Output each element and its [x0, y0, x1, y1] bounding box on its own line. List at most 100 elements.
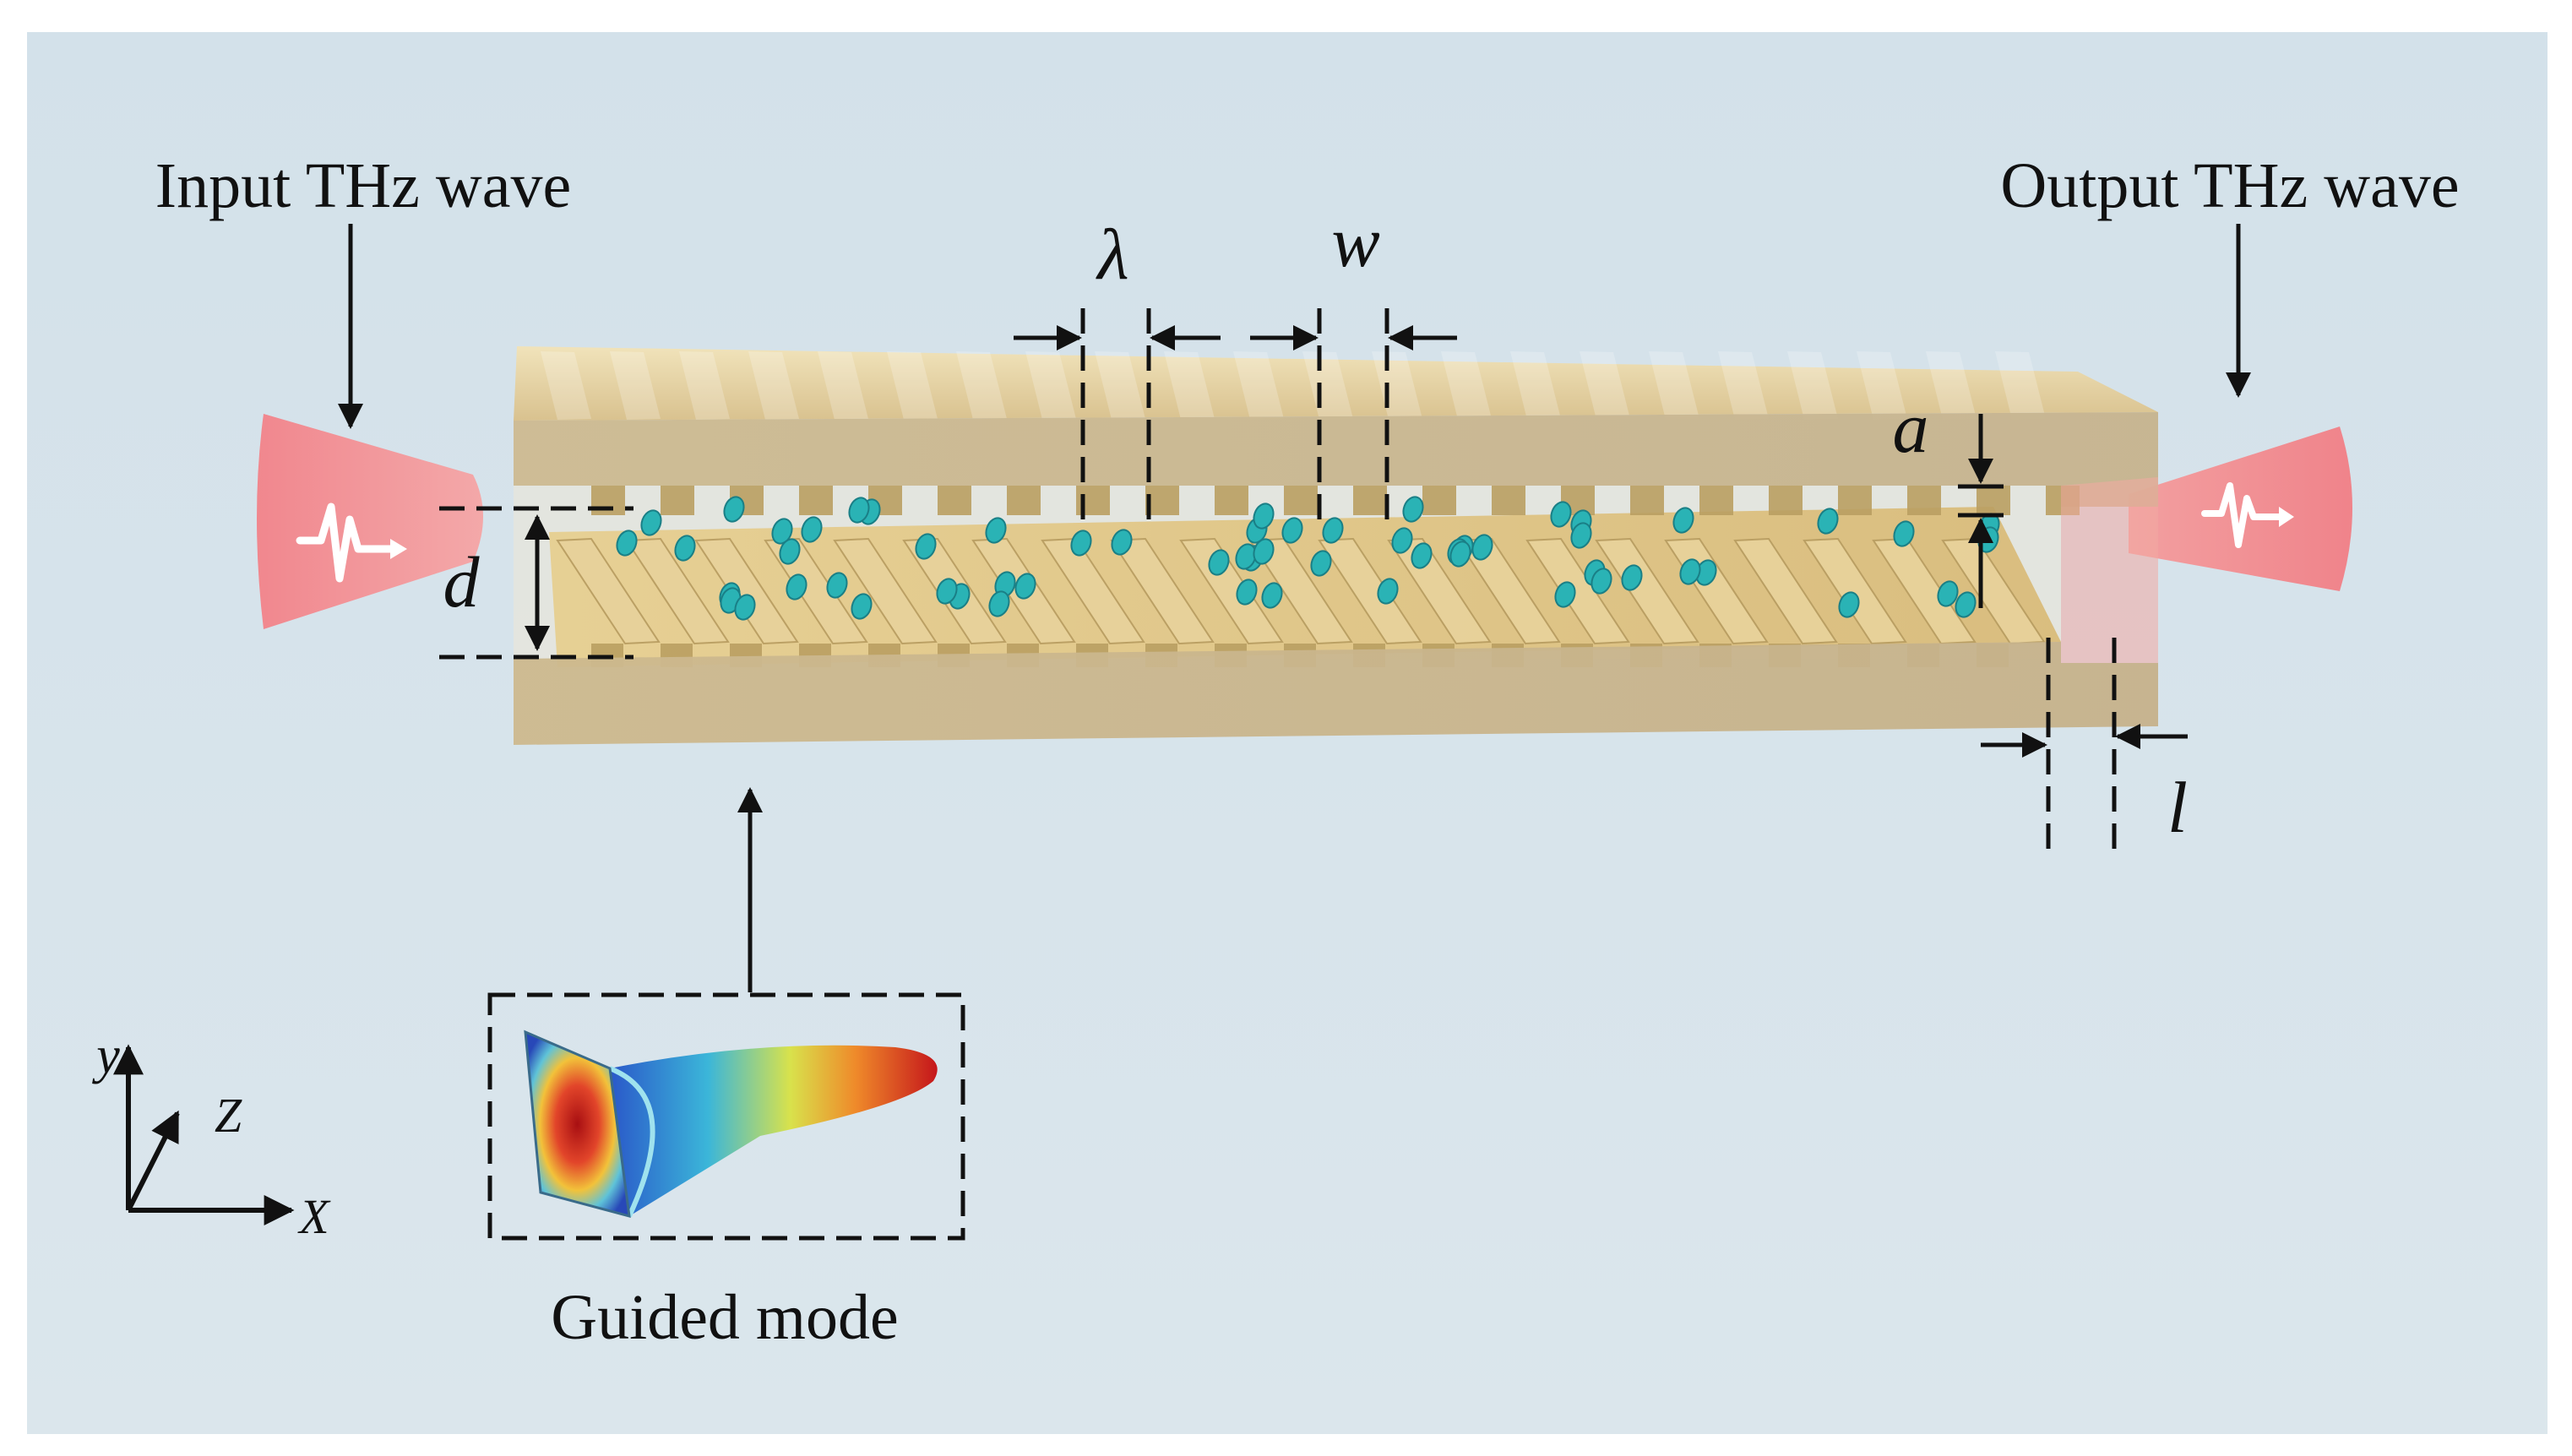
thz-pulse-icon-output [2201, 482, 2286, 548]
label-arrows [338, 224, 2251, 992]
input-wave-cone [257, 414, 483, 629]
upper-tooth [1907, 486, 1941, 515]
particle [1937, 580, 1959, 607]
particle [1955, 591, 1977, 618]
top-ridge [1095, 351, 1145, 420]
particle [1817, 508, 1839, 535]
particle [1570, 522, 1592, 549]
particle [826, 572, 848, 599]
upper-tooth [1284, 486, 1318, 515]
lower-tooth [1941, 537, 2046, 645]
particle [915, 533, 937, 560]
pulse-arrow-icon [390, 539, 407, 559]
output-wave [2129, 426, 2352, 591]
guided-mode-box [487, 992, 965, 1241]
top-ridge [1787, 351, 1838, 420]
particle [1070, 530, 1092, 557]
input-label: Input THz wave [155, 150, 571, 221]
lower-tooth [1525, 537, 1630, 645]
particle [985, 517, 1007, 544]
top-ridge [1233, 351, 1284, 420]
particle [1838, 591, 1860, 618]
particle [734, 594, 756, 621]
top-plate-ridges [541, 351, 2046, 420]
particle [1261, 582, 1283, 609]
x-axis-label: X [297, 1189, 331, 1244]
particle [723, 496, 745, 523]
top-ridge [1164, 351, 1215, 420]
upper-tooth [1422, 486, 1456, 515]
w-symbol: w [1331, 201, 1379, 282]
upper-plate-front [514, 412, 2158, 507]
particle [1554, 581, 1576, 608]
top-ridge [1510, 351, 1561, 420]
lambda-symbol: λ [1095, 214, 1128, 295]
z-axis [126, 1110, 180, 1212]
particle [851, 593, 873, 620]
particle [1208, 549, 1230, 576]
upper-tooth [1977, 486, 2010, 515]
upper-tooth [1353, 486, 1387, 515]
top-ridge [541, 351, 591, 420]
top-ridge [610, 351, 661, 420]
output-wave-cone [2129, 426, 2352, 591]
d-symbol: d [443, 541, 481, 622]
top-ridge [1302, 351, 1353, 420]
top-ridge [1718, 351, 1769, 420]
lower-tooth [1733, 537, 1838, 645]
thz-pulse-icon [296, 503, 401, 583]
lower-tooth [1179, 537, 1284, 645]
top-ridge [1372, 351, 1422, 420]
particle [1310, 550, 1332, 577]
top-ridge [679, 351, 730, 420]
lower-tooth [1248, 537, 1353, 645]
top-ridge [1441, 351, 1492, 420]
particle [1471, 534, 1493, 561]
top-ridge [1025, 351, 1076, 420]
particle [801, 516, 823, 543]
particle [988, 590, 1010, 617]
lower-tooth [1595, 537, 1699, 645]
guided-mode-field-icon [610, 1045, 938, 1216]
particle [1893, 520, 1915, 547]
coordinate-axes [113, 1044, 295, 1225]
guided-mode-inset [487, 992, 965, 1241]
particle [640, 509, 662, 536]
top-ridge [1580, 351, 1630, 420]
top-ridge [887, 351, 938, 420]
top-ridge [1857, 351, 1907, 420]
upper-tooth [1838, 486, 1872, 515]
output-label: Output THz wave [2000, 150, 2459, 221]
particle [1591, 568, 1612, 595]
particle [1281, 517, 1303, 544]
upper-tooth [1630, 486, 1664, 515]
guided-mode-face [524, 1030, 631, 1219]
pulse-arrow-icon-output [2279, 507, 2294, 527]
upper-tooth [591, 486, 625, 515]
top-plate-surface [514, 346, 2158, 421]
upper-tooth [1215, 486, 1248, 515]
particle [1550, 501, 1572, 528]
upper-tooth [938, 486, 971, 515]
upper-tooth [1492, 486, 1525, 515]
particle [1253, 538, 1275, 565]
particle [936, 578, 958, 605]
particle [1402, 496, 1424, 523]
particle [1391, 527, 1413, 554]
particle [1672, 507, 1694, 534]
particle [1411, 542, 1433, 569]
top-ridge [748, 351, 799, 420]
upper-tooth [799, 486, 833, 515]
upper-tooth [1145, 486, 1179, 515]
particle [1449, 541, 1471, 568]
top-ridge [1995, 351, 2046, 420]
particle [1621, 564, 1643, 591]
particle [1236, 579, 1258, 606]
upper-tooth [661, 486, 694, 515]
particle [1111, 529, 1133, 556]
guided-mode-inner-curve [608, 1066, 655, 1218]
y-axis-label: y [91, 1027, 120, 1084]
top-ridge [1649, 351, 1699, 420]
lower-plate-front [514, 642, 2158, 745]
